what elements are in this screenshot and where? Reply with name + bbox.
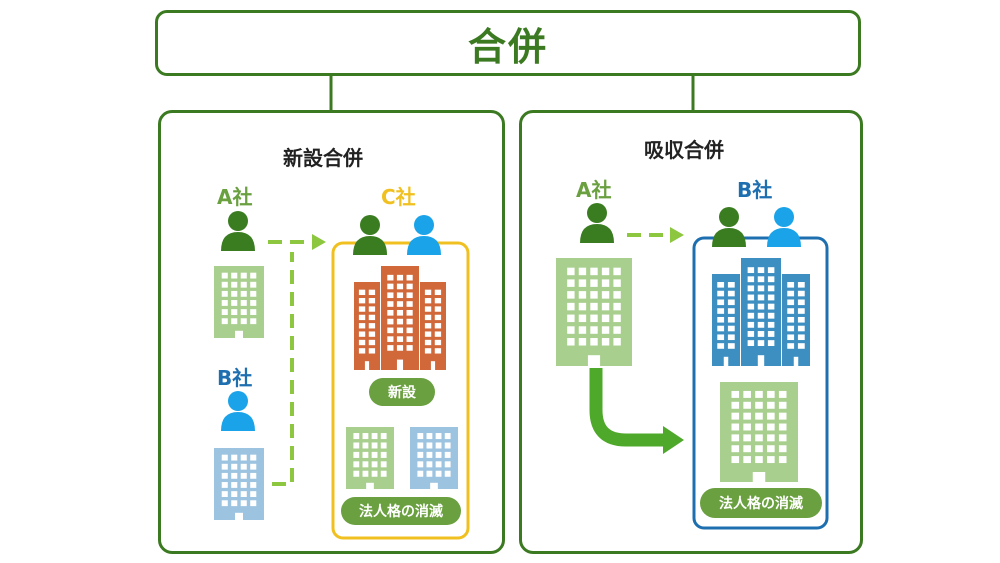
extinct-label-pill-left: 法人格の消滅 — [341, 497, 461, 525]
company-c-frame — [331, 241, 470, 540]
arrow-head-icon — [663, 426, 684, 454]
new-merger-heading: 新設合併 — [283, 146, 363, 170]
absorption-merger-heading: 吸収合併 — [644, 138, 724, 162]
building-icon-a — [214, 266, 264, 338]
new-label-pill: 新設 — [369, 378, 435, 406]
company-b-frame — [692, 236, 829, 530]
building-icon-absorb-b-left — [712, 274, 740, 366]
building-icon-absorb-a — [556, 258, 632, 366]
person-icon-b — [221, 391, 255, 431]
building-icon-c-right — [420, 282, 446, 370]
new-merger-arrows — [268, 240, 312, 486]
new-merger-company-b: B社 — [217, 366, 253, 390]
arrow-head-icon — [312, 234, 326, 250]
building-icon-b — [214, 448, 264, 520]
extinct-label-pill-right: 法人格の消滅 — [700, 488, 822, 518]
new-merger-company-c: C社 — [381, 185, 416, 209]
absorption-arrow — [589, 368, 665, 447]
person-icon-c-blue — [407, 215, 441, 255]
building-icon-extinct-b — [410, 427, 458, 489]
title-box: 合併 — [155, 10, 861, 76]
building-icon-extinct-a — [346, 427, 394, 489]
building-icon-c-center — [381, 266, 419, 370]
person-icon-absorb-b-green — [712, 207, 746, 247]
arrow-head-icon — [670, 227, 684, 243]
person-icon-absorb-b-blue — [767, 207, 801, 247]
building-icon-c-left — [354, 282, 380, 370]
person-icon-c-green — [353, 215, 387, 255]
page-title: 合併 — [467, 24, 548, 69]
absorption-merger-company-a: A社 — [576, 178, 612, 202]
new-merger-company-a: A社 — [217, 185, 253, 209]
building-icon-absorb-b-center — [741, 258, 781, 366]
person-icon-absorb-a — [580, 203, 614, 243]
building-icon-absorb-b-right — [782, 274, 810, 366]
absorption-merger-company-b: B社 — [737, 178, 773, 202]
person-icon-a — [221, 211, 255, 251]
building-icon-absorb-extinct — [720, 382, 798, 482]
